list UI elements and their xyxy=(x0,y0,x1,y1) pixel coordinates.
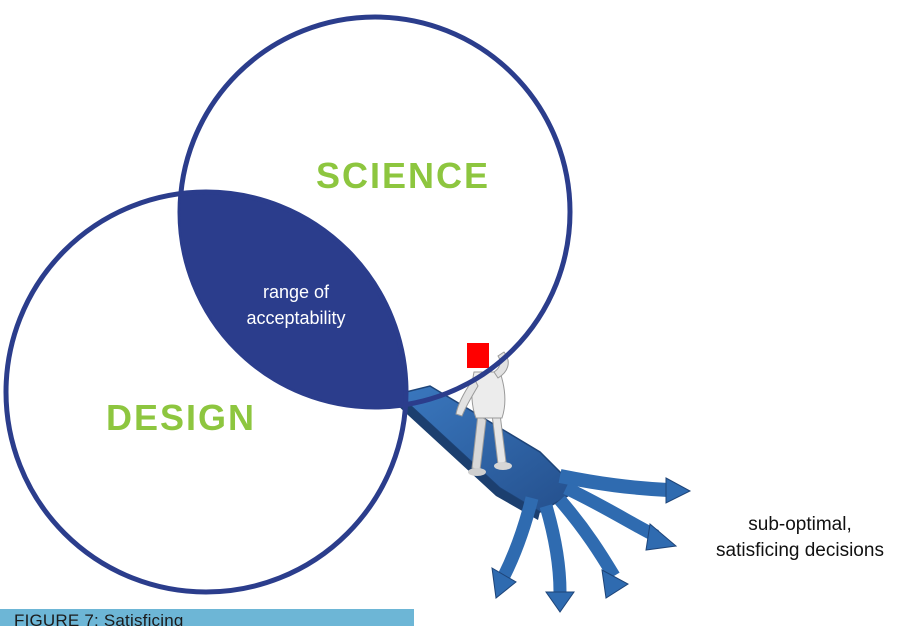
branch-arrow-5 xyxy=(491,496,539,599)
branch-arrow-4 xyxy=(539,504,575,613)
science-label: SCIENCE xyxy=(316,155,490,196)
figure-caption-bar: FIGURE 7: Satisficing xyxy=(0,609,414,626)
head-marker xyxy=(467,343,489,368)
branch-arrow-1 xyxy=(558,469,692,504)
branch-arrow-2 xyxy=(563,482,678,551)
branch-arrow-3 xyxy=(555,495,629,599)
road-trunk-edge xyxy=(396,394,540,520)
overlap-label-line2: acceptability xyxy=(246,308,345,328)
design-circle xyxy=(3,189,409,595)
design-label: DESIGN xyxy=(106,397,256,438)
overlap-label-line1: range of xyxy=(263,282,330,302)
outcome-label: sub-optimal, satisficing decisions xyxy=(700,512,900,564)
figure-caption: FIGURE 7: Satisficing xyxy=(14,611,184,626)
outcome-label-line2: satisficing decisions xyxy=(716,540,884,561)
outcome-label-line1: sub-optimal, xyxy=(748,514,852,535)
decision-path xyxy=(396,385,692,613)
